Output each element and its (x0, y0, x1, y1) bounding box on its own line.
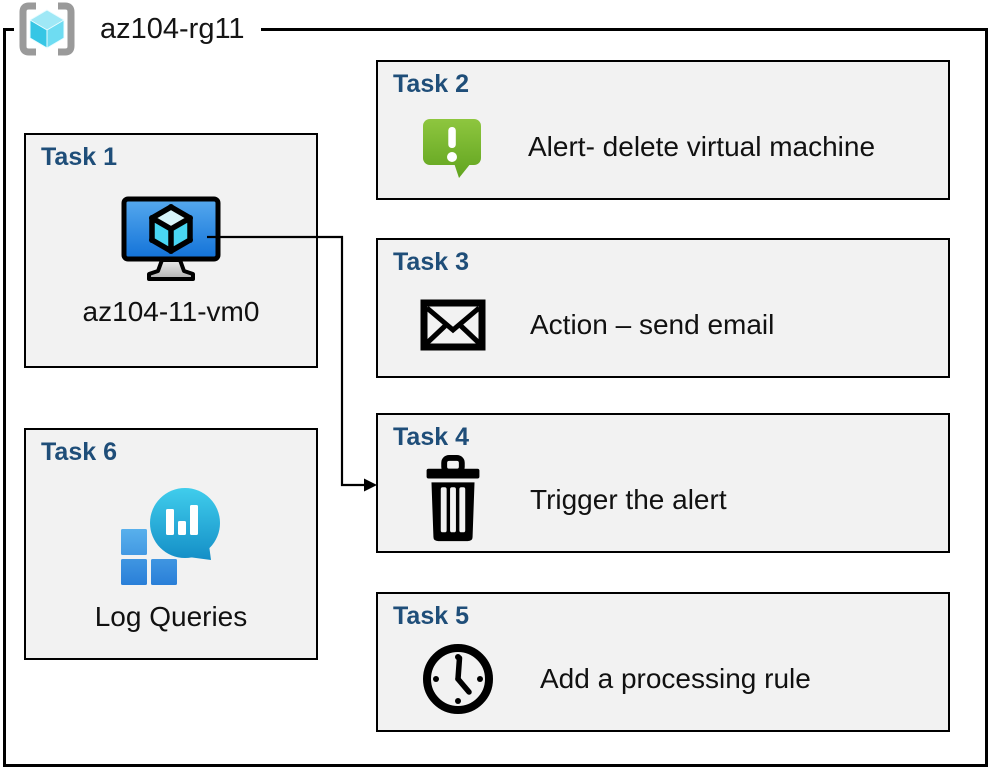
task-1-label: az104-11-vm0 (82, 295, 260, 327)
task-1-title: Task 1 (41, 143, 117, 171)
trash-icon (426, 454, 480, 541)
task-5-row: Add a processing rule (378, 631, 948, 727)
task-4-title: Task 4 (393, 423, 469, 451)
task-2-title: Task 2 (393, 70, 469, 98)
task-4-label: Trigger the alert (530, 483, 727, 515)
task-2-label: Alert- delete virtual machine (528, 130, 876, 162)
task-5-label: Add a processing rule (540, 662, 811, 694)
task-6-title: Task 6 (41, 438, 117, 466)
task-2-box: Task 2 Alert- delete virtual machine (376, 60, 950, 200)
task-5-title: Task 5 (393, 602, 469, 630)
task-3-box: Task 3 Action – send email (376, 238, 950, 378)
task-4-row: Trigger the alert (378, 452, 948, 548)
task-4-box: Task 4 Trigger the alert (376, 413, 950, 553)
resource-group-icon (19, 2, 75, 56)
email-icon (420, 299, 486, 351)
task-1-box: Task 1 (24, 133, 318, 368)
log-queries-icon (121, 487, 220, 585)
task-6-label: Log Queries (94, 600, 248, 632)
task-3-label: Action – send email (530, 308, 775, 340)
clock-icon (423, 643, 493, 714)
task-3-row: Action – send email (378, 277, 948, 373)
task-6-box: Task 6 Log Q (24, 428, 318, 660)
task-3-title: Task 3 (393, 248, 469, 276)
task-6-icon-wrap (121, 487, 221, 587)
alert-icon (423, 118, 481, 178)
virtual-machine-icon (121, 196, 221, 281)
resource-group-name: az104-rg11 (100, 12, 245, 45)
task-1-icon-wrap (121, 196, 221, 282)
task-2-row: Alert- delete virtual machine (378, 99, 948, 195)
resource-group-header: az104-rg11 (14, 0, 261, 58)
task-5-box: Task 5 Add a processing rule (376, 592, 950, 732)
resource-group-frame (3, 28, 988, 767)
